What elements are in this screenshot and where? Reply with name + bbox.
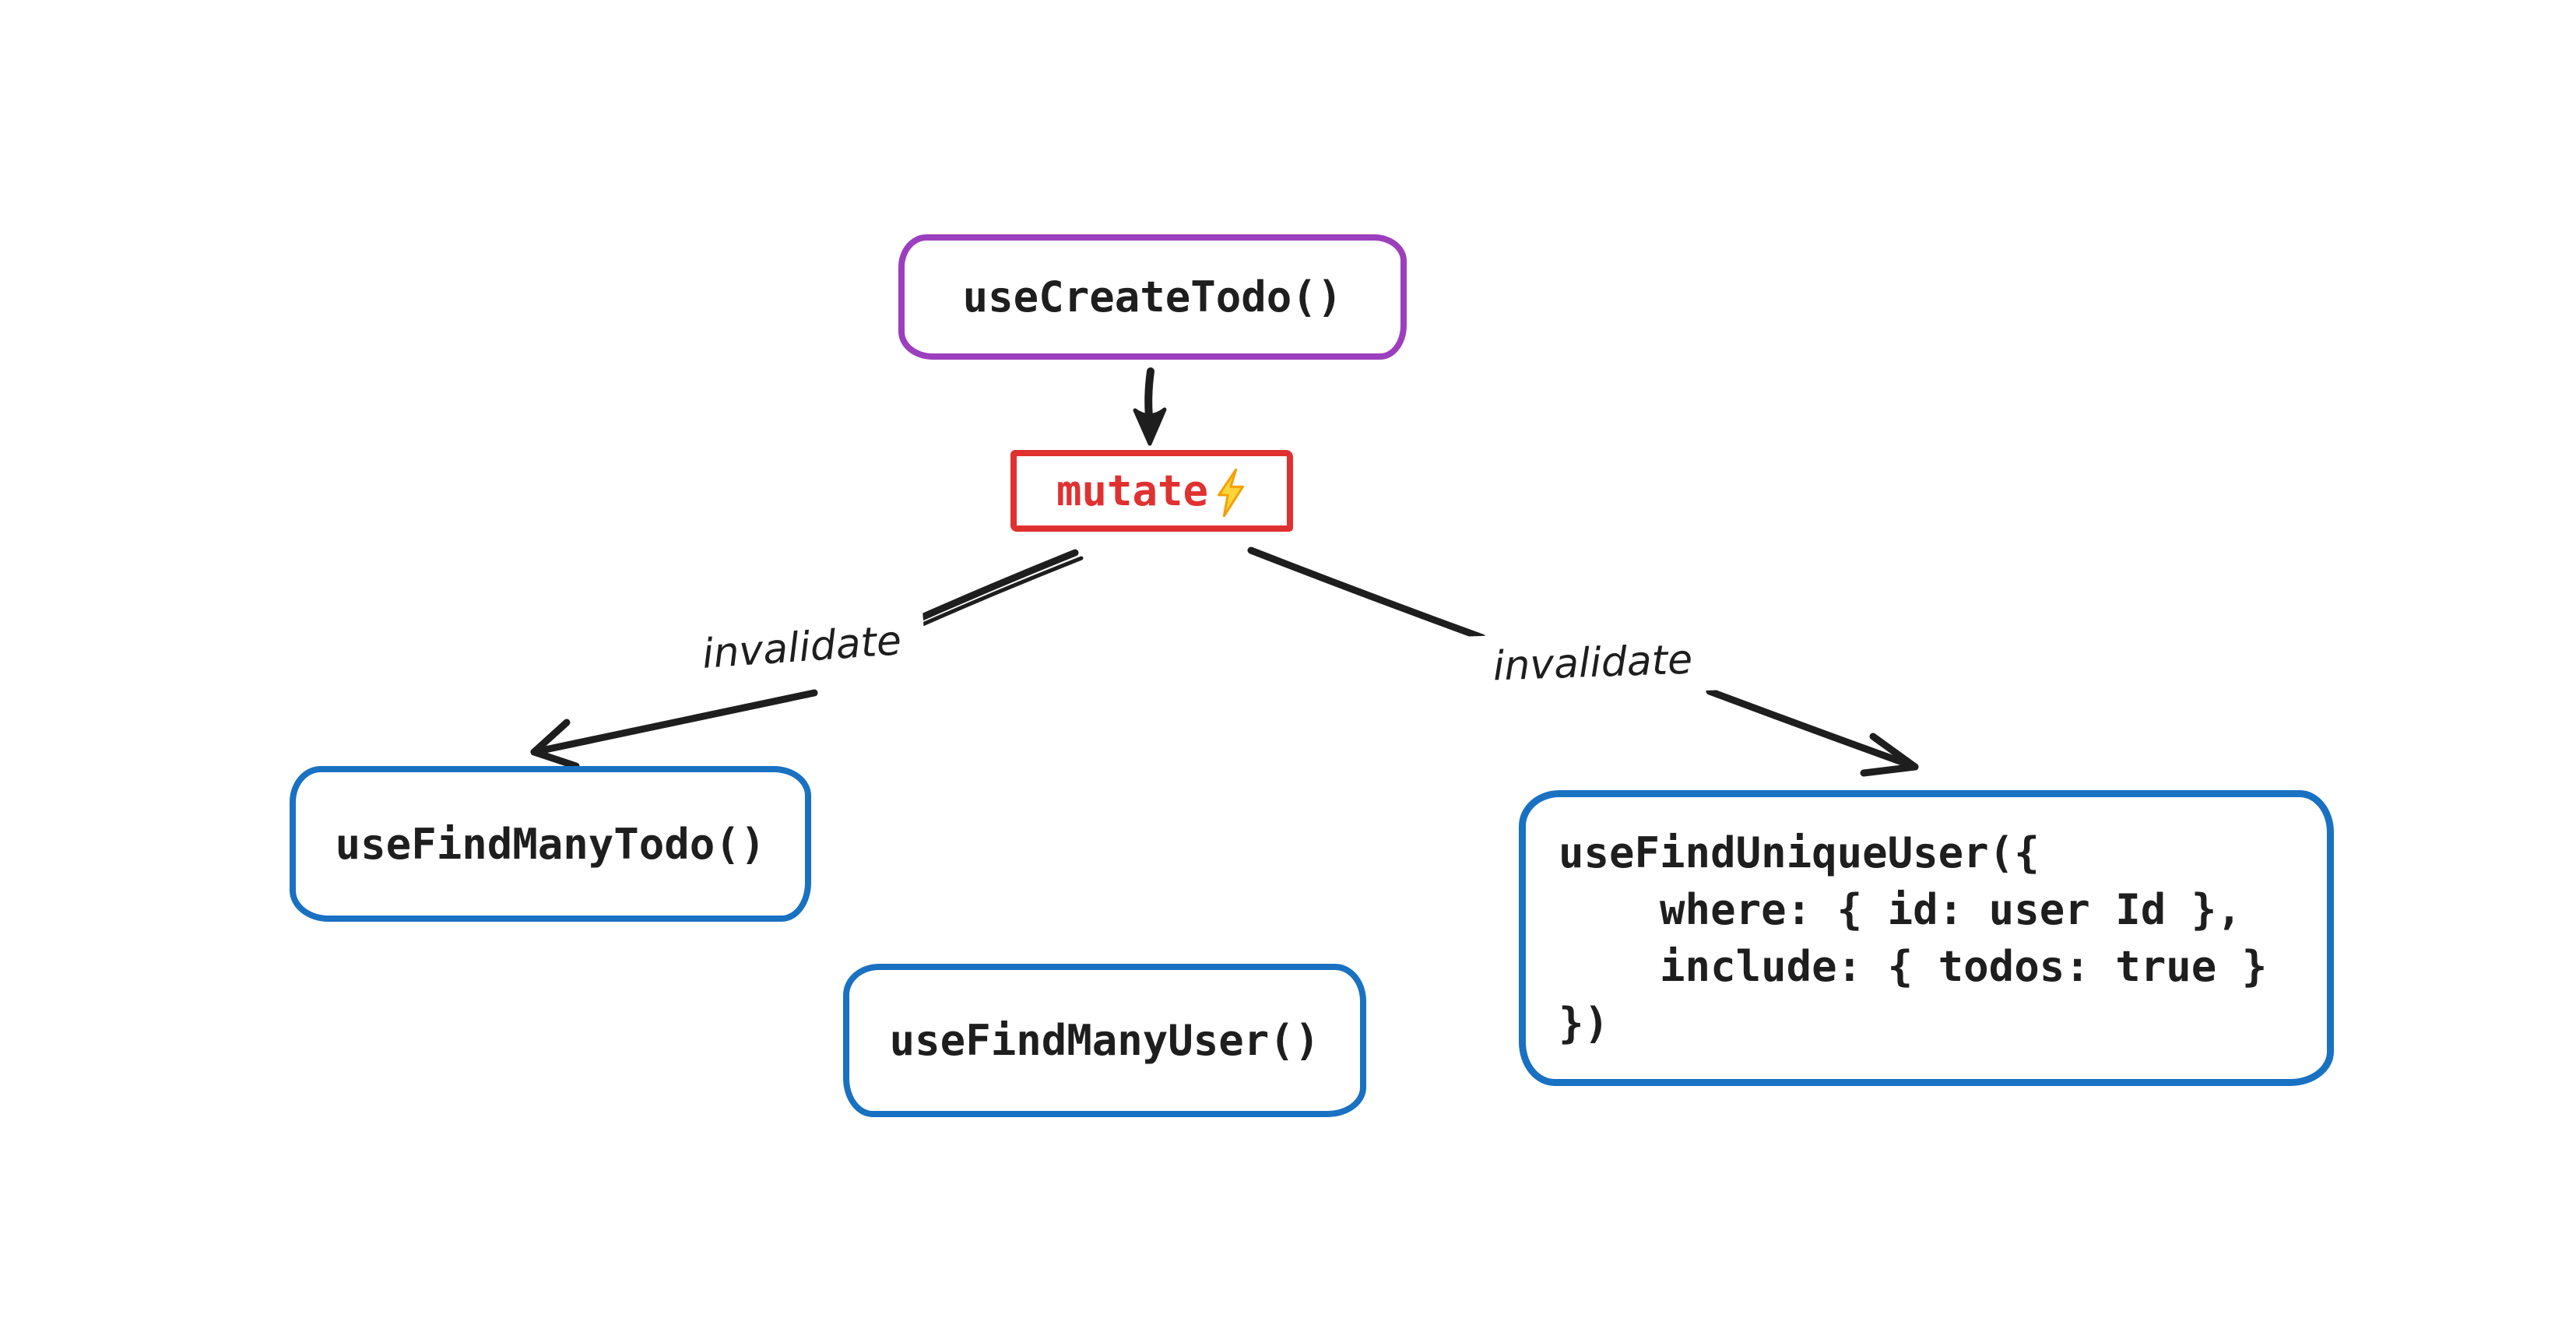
code-text: useFindUniqueUser({ where: { id: user Id… — [1559, 828, 2268, 1048]
node-mutate: mutate — [1010, 450, 1293, 532]
node-label: mutate — [1056, 466, 1209, 515]
node-label: useFindManyTodo() — [335, 819, 766, 869]
edge-label-text: invalidate — [1492, 636, 1694, 691]
arrowhead-left — [530, 719, 580, 770]
node-use-create-todo: useCreateTodo() — [898, 234, 1407, 360]
edge-label-invalidate-right: invalidate — [1468, 627, 1717, 699]
node-label: useFindManyUser() — [889, 1016, 1320, 1065]
edge-label-invalidate-left: invalidate — [677, 608, 927, 687]
edge-label-text: invalidate — [701, 617, 903, 678]
node-use-find-many-user: useFindManyUser() — [843, 964, 1366, 1117]
node-use-find-unique-user: useFindUniqueUser({ where: { id: user Id… — [1519, 790, 2334, 1086]
node-use-find-many-todo: useFindManyTodo() — [290, 766, 811, 922]
lightning-icon — [1218, 468, 1244, 517]
arrowhead-right — [1860, 733, 1919, 777]
node-label: useCreateTodo() — [962, 272, 1343, 322]
arrow-create-to-mutate — [1133, 367, 1167, 446]
